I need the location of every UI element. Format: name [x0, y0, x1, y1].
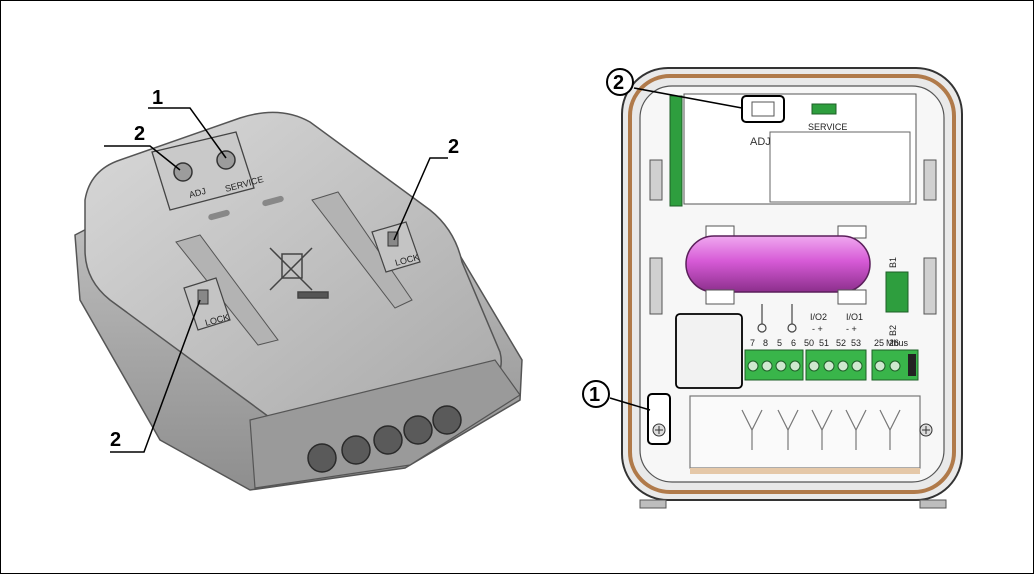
- slot: [262, 195, 284, 207]
- terminal-number: 5: [777, 338, 782, 348]
- callout-circle-2: 2: [606, 68, 634, 96]
- cable-gland: [307, 443, 337, 473]
- callout-1: 1: [152, 87, 163, 109]
- cable-entries: [689, 395, 921, 469]
- callout-circle-1: 1: [582, 380, 610, 408]
- cable-gland: [403, 415, 433, 445]
- b1-label: B1: [888, 257, 898, 268]
- cable-gland: [341, 435, 371, 465]
- rj-socket: [675, 313, 743, 389]
- lock-latch-right[interactable]: LOCK: [371, 221, 421, 273]
- rail-right: [311, 191, 413, 309]
- adj-button[interactable]: [173, 162, 193, 182]
- bus-connector-b: [885, 271, 909, 313]
- terminal-number: 51: [819, 338, 829, 348]
- cable-gland: [373, 425, 403, 455]
- io2-label: I/O2: [810, 312, 827, 322]
- terminal-number: 26: [889, 338, 899, 348]
- side-clip: [649, 159, 663, 201]
- housing-seal-ring: [628, 74, 956, 494]
- b2-label: B2: [888, 325, 898, 336]
- battery: [685, 225, 871, 305]
- battery-cell: [685, 235, 871, 293]
- cable-glands: [307, 405, 462, 473]
- slot: [208, 209, 230, 221]
- screw-left[interactable]: [647, 393, 671, 445]
- service-label: SERVICE: [808, 122, 847, 132]
- pcb-component-block: [769, 131, 911, 203]
- side-clip: [923, 159, 937, 201]
- left-connector-strip: [669, 95, 683, 207]
- housing-foot: [919, 499, 947, 509]
- weee-bin-icon: [269, 247, 329, 299]
- terminal-block: [744, 349, 919, 381]
- io1-label: I/O1: [846, 312, 863, 322]
- callout-2: 2: [134, 123, 145, 145]
- temperature-sensor-icons: [757, 304, 797, 333]
- left-leader-lines: [104, 107, 448, 453]
- terminal-number: 50: [804, 338, 814, 348]
- service-connector[interactable]: [811, 103, 837, 115]
- rail-left: [175, 234, 279, 346]
- callout-2: 2: [613, 72, 624, 94]
- terminal-number: 7: [750, 338, 755, 348]
- right-device-view: ADJ SERVICE B1 B2 I/O2 I/O1 - + - + Mbus: [582, 67, 963, 509]
- callout-2: 2: [448, 136, 459, 158]
- adj-label: ADJ: [750, 136, 771, 148]
- mbus-label: Mbus: [886, 338, 909, 348]
- terminal-number: 6: [791, 338, 796, 348]
- terminal-number: 25: [874, 338, 884, 348]
- adj-label: ADJ: [188, 186, 207, 200]
- right-leader-lines: [609, 87, 743, 411]
- cable-gland: [432, 405, 462, 435]
- terminal-number: 52: [836, 338, 846, 348]
- terminal-number: 53: [851, 338, 861, 348]
- callout-2: 2: [110, 429, 121, 451]
- io1-signs: - +: [846, 324, 857, 334]
- housing-foot: [639, 499, 667, 509]
- side-clip: [923, 257, 937, 315]
- service-button[interactable]: [216, 150, 236, 170]
- terminal-number: 8: [763, 338, 768, 348]
- io2-signs: - +: [812, 324, 823, 334]
- side-clip: [649, 257, 663, 315]
- screw-right: [919, 423, 933, 437]
- bottom-strip: [690, 468, 920, 474]
- left-device-view: ADJ SERVICE LOCK LOCK: [74, 87, 523, 491]
- callout-1: 1: [589, 384, 600, 406]
